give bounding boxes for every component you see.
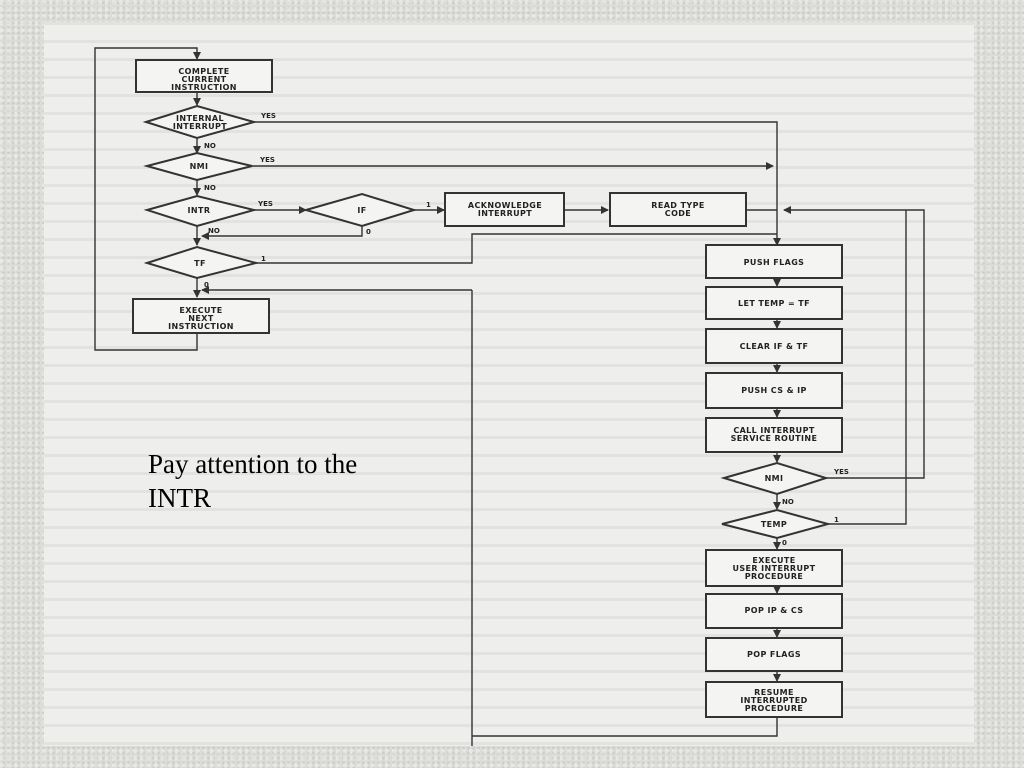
push-flags-box: [705, 244, 843, 279]
internal-interrupt-line1: INTERNAL: [176, 114, 224, 123]
intr-decision: [143, 194, 258, 228]
connector-if-zero: [201, 226, 363, 240]
nmi-no-label: NO: [204, 184, 216, 192]
execute-user-line2: USER INTERRUPT: [733, 564, 816, 573]
acknowledge-interrupt-box: [444, 192, 565, 227]
let-temp-label: LET TEMP = TF: [738, 299, 810, 308]
connector-nmi2-yes: [783, 206, 925, 479]
tf-label: TF: [194, 259, 206, 268]
resume-line2: INTERRUPTED: [740, 696, 807, 705]
complete-current-line1: COMPLETE: [178, 67, 229, 76]
complete-current-line2: CURRENT: [181, 75, 226, 84]
push-cs-ip-label: PUSH CS & IP: [741, 386, 807, 395]
tf-zero-label: 0: [204, 281, 209, 289]
intr-no-label: NO: [208, 227, 220, 235]
nmi-bottom-label: NMI: [765, 474, 784, 483]
temp-zero-label: 0: [782, 539, 787, 547]
nmi2-yes-label: YES: [833, 468, 849, 476]
resume-interrupted-box: [705, 681, 843, 718]
if-decision: [302, 192, 418, 228]
internal-no-label: NO: [204, 142, 216, 150]
nmi2-no-label: NO: [782, 498, 794, 506]
if-label: IF: [357, 206, 366, 215]
loop-connector: [94, 47, 201, 351]
tf-one-label: 1: [261, 255, 266, 263]
execute-user-line1: EXECUTE: [752, 556, 795, 565]
execute-user-line3: PROCEDURE: [745, 572, 804, 581]
connector-tf-one: [256, 233, 777, 264]
intr-yes-label: YES: [257, 200, 273, 208]
intr-label: INTR: [188, 206, 211, 215]
connector-internal-yes: [254, 121, 781, 246]
nmi-decision-bottom: [720, 461, 830, 496]
pop-flags-label: POP FLAGS: [747, 650, 801, 659]
flow-connectors: [94, 47, 925, 746]
complete-current-line3: INSTRUCTION: [171, 83, 237, 92]
internal-interrupt-line2: INTERRUPT: [173, 122, 227, 131]
tf-decision: [143, 245, 260, 280]
temp-decision: [721, 508, 832, 540]
slide: COMPLETE CURRENT INSTRUCTION INTERNAL IN…: [44, 22, 974, 746]
pop-ip-cs-box: [705, 593, 843, 629]
connector-resume-back: [472, 717, 778, 737]
acknowledge-line1: ACKNOWLEDGE: [468, 201, 542, 210]
resume-line1: RESUME: [754, 688, 794, 697]
call-isr-box: [705, 417, 843, 453]
push-flags-label: PUSH FLAGS: [744, 258, 805, 267]
execute-next-line1: EXECUTE: [179, 306, 222, 315]
call-isr-line2: SERVICE ROUTINE: [731, 434, 818, 443]
execute-next-line2: NEXT: [188, 314, 214, 323]
resume-line3: PROCEDURE: [745, 704, 804, 713]
caption-line2: INTR: [148, 483, 211, 513]
nmi-top-label: NMI: [190, 162, 209, 171]
caption: Pay attention to the INTR: [148, 447, 448, 515]
internal-yes-label: YES: [260, 112, 276, 120]
interrupt-flowchart: COMPLETE CURRENT INSTRUCTION INTERNAL IN…: [94, 47, 925, 746]
execute-next-line3: INSTRUCTION: [168, 322, 234, 331]
nmi-decision-top: [143, 151, 253, 182]
read-type-line2: CODE: [665, 209, 691, 218]
nmi-yes-label: YES: [259, 156, 275, 164]
internal-interrupt-decision: [142, 104, 258, 140]
if-zero-label: 0: [366, 228, 371, 236]
let-temp-box: [705, 286, 843, 320]
pop-flags-box: [705, 637, 843, 672]
read-type-line1: READ TYPE: [651, 201, 704, 210]
if-one-label: 1: [426, 201, 431, 209]
execute-next-instruction-box: [132, 298, 270, 334]
execute-user-interrupt-box: [705, 549, 843, 587]
clear-if-tf-box: [705, 328, 843, 364]
push-cs-ip-box: [705, 372, 843, 409]
complete-current-instruction-box: [135, 59, 273, 93]
read-type-code-box: [609, 192, 747, 227]
clear-if-tf-label: CLEAR IF & TF: [740, 342, 809, 351]
call-isr-line1: CALL INTERRUPT: [733, 426, 815, 435]
connector-temp-one: [828, 210, 907, 525]
temp-label: TEMP: [761, 520, 787, 529]
caption-line1: Pay attention to the: [148, 449, 358, 479]
acknowledge-line2: INTERRUPT: [478, 209, 532, 218]
pop-ip-cs-label: POP IP & CS: [745, 606, 804, 615]
temp-one-label: 1: [834, 516, 839, 524]
